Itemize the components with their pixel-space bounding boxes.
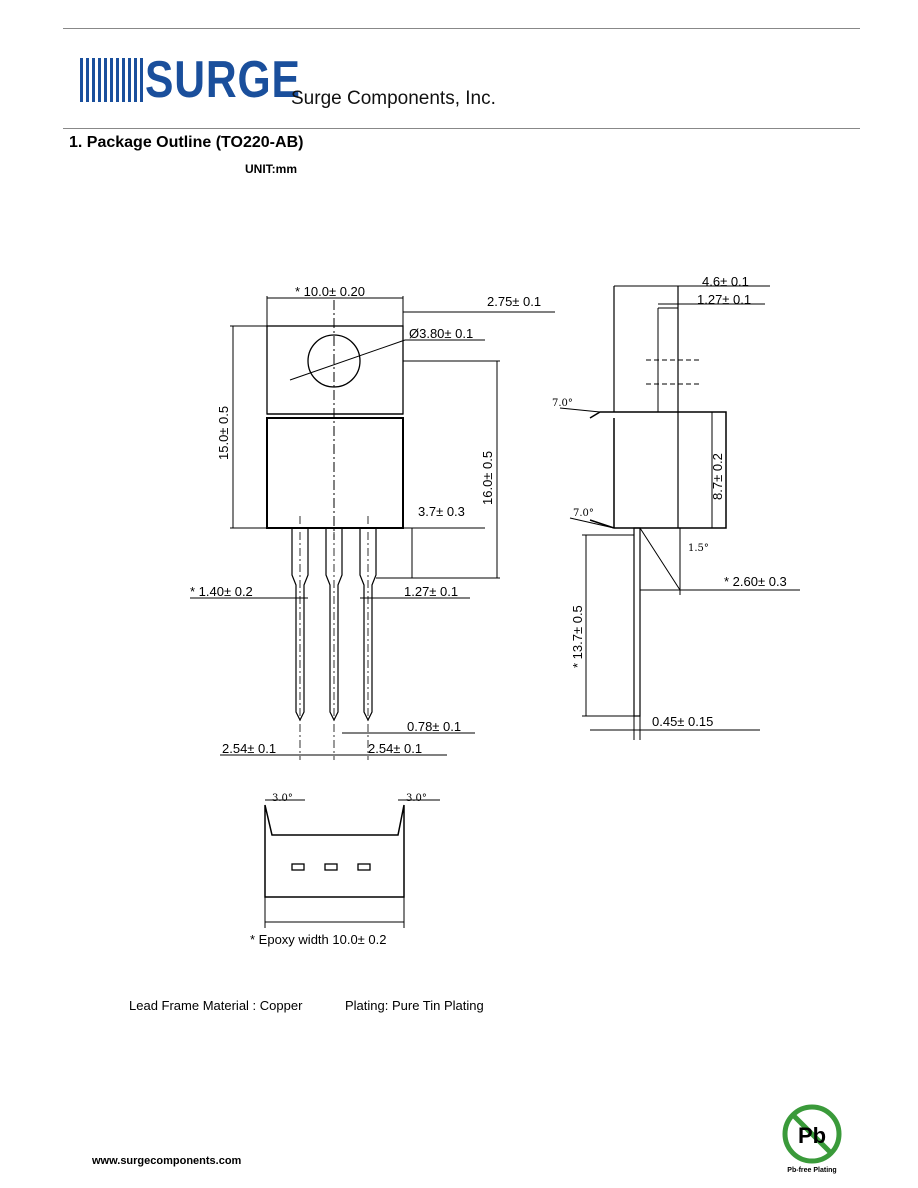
header-rule bbox=[63, 128, 860, 129]
dim-angle-lead: 1.5° bbox=[688, 543, 709, 554]
dim-body-height: 15.0± 0.5 bbox=[216, 406, 231, 460]
dim-pitch-right: 2.54± 0.1 bbox=[368, 741, 422, 756]
dim-bottom-angle-right: 3.0° bbox=[406, 793, 427, 804]
dim-side-tab-thickness: 1.27± 0.1 bbox=[697, 292, 751, 307]
footer-url-link[interactable]: www.surgecomponents.com bbox=[92, 1155, 242, 1167]
logo-bars-icon bbox=[80, 58, 143, 102]
top-rule bbox=[63, 28, 860, 29]
dim-hole: Ø3.80± 0.1 bbox=[409, 326, 473, 341]
dim-tab-offset: 2.75± 0.1 bbox=[487, 294, 541, 309]
dim-pitch-left: 2.54± 0.1 bbox=[222, 741, 276, 756]
dim-side-body-height: 8.7± 0.2 bbox=[710, 453, 725, 500]
dim-lead-width-narrow: 1.27± 0.1 bbox=[404, 584, 458, 599]
dim-lead-thk: 0.45± 0.15 bbox=[652, 714, 713, 729]
front-view bbox=[190, 296, 555, 760]
dim-lead-length: * 13.7± 0.5 bbox=[570, 605, 585, 668]
dim-bottom-angle-left: 3.0° bbox=[272, 793, 293, 804]
dim-lead-width-wide: * 1.40± 0.2 bbox=[190, 584, 253, 599]
dim-lead-shoulder: 3.7± 0.3 bbox=[418, 504, 465, 519]
pb-free-icon: Pb Pb-free Plating bbox=[782, 1104, 842, 1174]
unit-label: UNIT:mm bbox=[245, 162, 298, 176]
dim-side-thickness: 4.6± 0.1 bbox=[702, 274, 749, 289]
pb-caption: Pb-free Plating bbox=[787, 1167, 836, 1174]
company-name: Surge Components, Inc. bbox=[291, 88, 496, 109]
dim-angle-bottom: 7.0° bbox=[573, 508, 594, 519]
dim-angle-top: 7.0° bbox=[552, 398, 573, 409]
dim-overall-height: 16.0± 0.5 bbox=[480, 451, 495, 505]
logo-wordmark: SURGE bbox=[145, 51, 301, 109]
note-plating: Plating: Pure Tin Plating bbox=[345, 998, 484, 1013]
note-lead-frame: Lead Frame Material : Copper bbox=[129, 998, 303, 1013]
bottom-view bbox=[264, 799, 440, 928]
pb-symbol: Pb bbox=[798, 1123, 826, 1148]
dim-epoxy-width: * Epoxy width 10.0± 0.2 bbox=[250, 932, 387, 947]
dim-lead-thickness: 0.78± 0.1 bbox=[407, 719, 461, 734]
section-title: 1. Package Outline (TO220-AB) bbox=[69, 134, 304, 151]
dim-width: * 10.0± 0.20 bbox=[295, 284, 365, 299]
side-view bbox=[559, 285, 800, 740]
dim-lead-offset: * 2.60± 0.3 bbox=[724, 574, 787, 589]
